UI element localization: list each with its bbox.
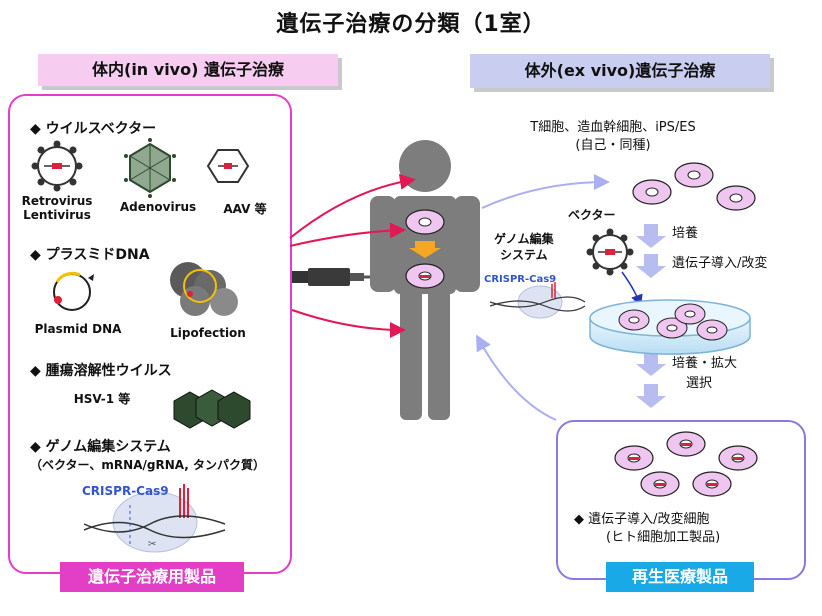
label-lentivirus: Lentivirus — [23, 208, 91, 222]
process-arrows — [636, 224, 666, 408]
label-lipofection: Lipofection — [170, 326, 246, 340]
crispr-graphic-right — [489, 282, 586, 319]
adenovirus-icon — [124, 138, 176, 198]
step-gene-transfer: 遺伝子導入/改変 — [672, 256, 768, 271]
label-plasmid-dna: Plasmid DNA — [34, 322, 122, 336]
step-select: 選択 — [686, 376, 713, 391]
cells-line-2: (自己・同種) — [575, 138, 651, 153]
genome-editing-subtitle: （ベクター、mRNA/gRNA, タンパク質） — [30, 458, 265, 472]
step-expand: 培養・拡大 — [672, 356, 738, 371]
syringe-icon — [292, 268, 378, 286]
section-viral-vector: ◆ ウイルスベクター — [30, 121, 157, 137]
aav-icon — [206, 149, 250, 183]
plasmid-icon — [53, 271, 94, 311]
lipofection-icon — [170, 262, 238, 316]
cells-line-1: T細胞、造血幹細胞、iPS/ES — [530, 120, 696, 135]
section-plasmid: ◆ プラスミドDNA — [30, 247, 150, 263]
label-retrovirus: Retrovirus — [21, 194, 93, 208]
genome-edit-label-2: システム — [500, 248, 548, 262]
vector-label: ベクター — [568, 208, 616, 222]
modified-cells — [614, 431, 758, 497]
section-oncolytic-virus: ◆ 腫瘍溶解性ウイルス — [30, 363, 172, 379]
regenerative-product-tag: 再生医療製品 — [606, 562, 754, 592]
step-culture: 培養 — [672, 226, 699, 241]
retrovirus-icon — [31, 140, 83, 192]
result-line-2: (ヒト細胞加工製品) — [606, 530, 721, 545]
svg-text:✂: ✂ — [148, 539, 156, 550]
label-hsv: HSV-1 等 — [73, 392, 131, 406]
section-genome-editing: ◆ ゲノム編集システム — [30, 439, 171, 455]
vector-virus-icon — [586, 228, 634, 276]
crispr-label-right: CRISPR-Cas9 — [484, 274, 557, 285]
label-aav: AAV 等 — [223, 202, 267, 216]
gene-therapy-product-tag: 遺伝子治療用製品 — [60, 562, 244, 592]
ex-vivo-header: 体外(ex vivo)遺伝子治療 — [470, 54, 770, 88]
result-line-1: ◆ 遺伝子導入/改変細胞 — [574, 512, 710, 527]
crispr-graphic-left: ✂ — [83, 484, 226, 553]
hsv-icon — [173, 389, 251, 429]
crispr-label-left: CRISPR-Cas9 — [82, 484, 169, 498]
label-adenovirus: Adenovirus — [119, 200, 197, 214]
ex-vivo-cells-top — [632, 162, 756, 211]
page-title: 遺伝子治療の分類（1室） — [276, 12, 546, 37]
in-vivo-header: 体内(in vivo) 遺伝子治療 — [38, 54, 338, 86]
genome-edit-label-1: ゲノム編集 — [494, 232, 554, 246]
petri-dish — [589, 299, 751, 355]
